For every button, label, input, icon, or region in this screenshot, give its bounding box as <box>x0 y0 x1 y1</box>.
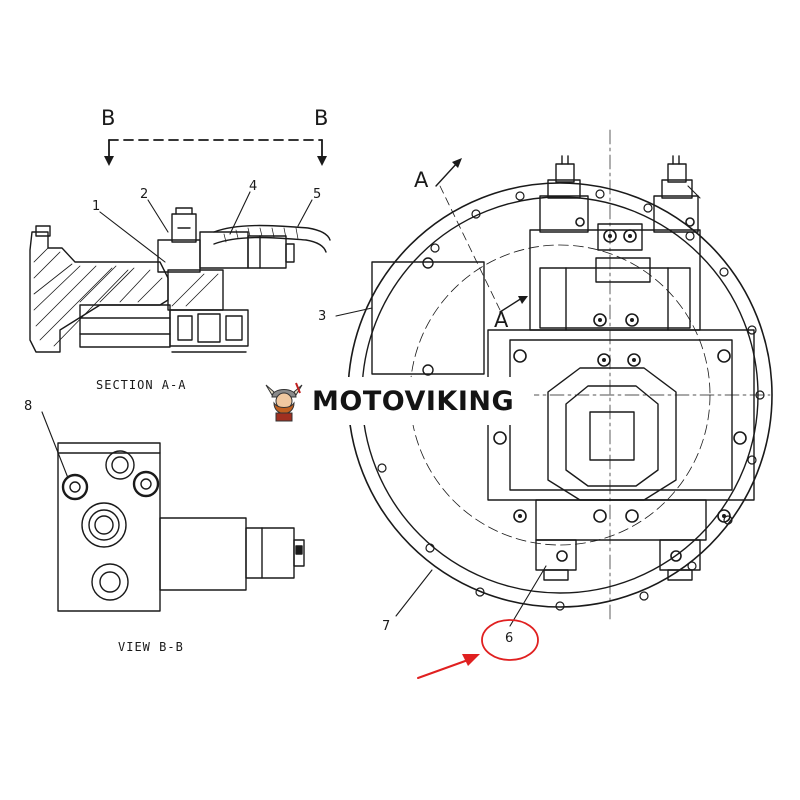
view-b-b-drawing <box>57 442 305 612</box>
viking-mascot-icon <box>265 382 303 422</box>
callout-2: 2 <box>140 187 149 202</box>
callout-4: 4 <box>249 179 258 194</box>
callout-7: 7 <box>382 619 391 634</box>
section-b-arrow <box>104 139 327 166</box>
section-caption: SECTION A-A <box>96 378 187 392</box>
callout-8: 8 <box>24 399 33 414</box>
callout-5: 5 <box>313 187 322 202</box>
callout-6: 6 <box>505 631 514 646</box>
callout-3: 3 <box>318 309 327 324</box>
section-a-bottom-label: A <box>494 308 509 332</box>
section-a-a-drawing <box>29 207 331 353</box>
section-b-left-label: B <box>101 106 116 130</box>
brand-watermark: MOTOVIKING <box>262 377 534 425</box>
callout-1: 1 <box>92 199 101 214</box>
section-a-top-label: A <box>414 168 429 192</box>
view-caption: VIEW B-B <box>118 640 184 654</box>
view-callout-leader <box>41 411 69 479</box>
highlight-marker <box>417 619 539 679</box>
assembly-callout-leaders <box>335 185 701 627</box>
section-b-right-label: B <box>314 106 329 130</box>
brand-watermark-text: MOTOVIKING <box>312 385 515 417</box>
section-callout-leaders <box>99 191 313 263</box>
pump-assembly-drawing <box>347 129 773 621</box>
